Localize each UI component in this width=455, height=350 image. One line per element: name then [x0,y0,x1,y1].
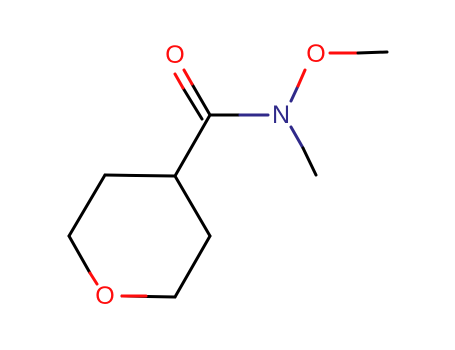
bond-carbonyl-double-b-red [173,72,185,90]
amide-nitrogen-label: N [272,101,290,129]
bond-ring-c2a-o1 [67,234,92,275]
bond-n-o-blue [289,84,300,103]
ring-oxygen-label: O [95,282,114,310]
bond-carbonyl-double-a [190,82,212,117]
bond-carbonyl-double-a-red [182,68,194,86]
methoxy-oxygen-label: O [306,40,325,68]
bond-c4-carbonyl [173,113,212,178]
carbonyl-oxygen-label: O [165,41,184,69]
bond-n-o-red [296,68,307,88]
bond-carbonyl-double-b [181,86,204,121]
bond-n-methyl [301,146,318,177]
bond-ring-c3b-c4 [173,174,212,238]
bond-ring-c2b-c3b [173,234,212,299]
bond-ring-c3a-c2a [67,173,107,238]
bond-ring-o1-c2a-red [88,271,99,286]
bond-o-methyl [356,50,389,55]
bond-n-methyl-blue [289,125,305,150]
bond-ring-c4-c3a [103,173,177,178]
